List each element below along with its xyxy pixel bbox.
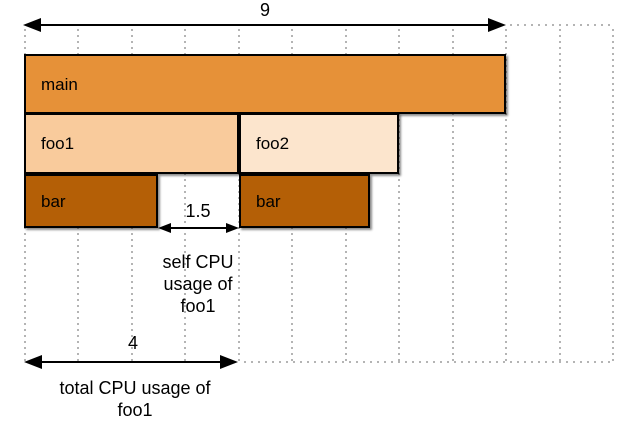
frame-main-label: main — [41, 74, 78, 94]
frame-foo1: foo1 — [24, 113, 239, 174]
frame-bar-under-foo1: bar — [24, 174, 158, 228]
dimension-value-total-foo1: 4 — [127, 333, 138, 353]
arrow-line — [171, 227, 226, 229]
grid-line — [451, 29, 454, 361]
arrow-line — [41, 24, 488, 26]
frame-foo1-label: foo1 — [41, 134, 75, 153]
grid-line — [237, 29, 240, 361]
dimension-arrow-total-program — [23, 18, 506, 32]
caption-total-cpu-usage: total CPU usage of foo1 — [59, 378, 211, 420]
caption-self-cpu-usage: self CPU usage of foo1 — [162, 252, 234, 316]
dimension-value-total-program: 9 — [259, 0, 270, 20]
grid-line — [398, 29, 400, 361]
grid-line — [184, 29, 186, 361]
frame-bar-under-foo2: bar — [239, 174, 370, 228]
grid-line — [558, 29, 561, 361]
arrowhead-left-icon — [24, 355, 42, 369]
frame-main: main — [24, 54, 506, 114]
arrow-line — [42, 361, 220, 363]
grid-line — [505, 29, 507, 361]
frame-bar2-label: bar — [256, 191, 281, 211]
bottom-dotted-line — [244, 361, 614, 363]
dimension-arrow-total-foo1 — [24, 355, 238, 369]
grid-line — [612, 29, 614, 361]
arrowhead-left-icon — [158, 223, 171, 233]
top-dotted-line — [510, 24, 615, 26]
frame-bar1-label: bar — [41, 191, 66, 211]
arrowhead-right-icon — [226, 223, 239, 233]
arrowhead-left-icon — [23, 18, 41, 32]
frame-foo2-label: foo2 — [256, 134, 290, 153]
dimension-arrow-self-foo1 — [158, 223, 239, 233]
arrowhead-right-icon — [220, 355, 238, 369]
dimension-value-self-foo1: 1.5 — [185, 201, 211, 221]
arrowhead-right-icon — [488, 18, 506, 32]
frame-foo2: foo2 — [239, 113, 399, 174]
